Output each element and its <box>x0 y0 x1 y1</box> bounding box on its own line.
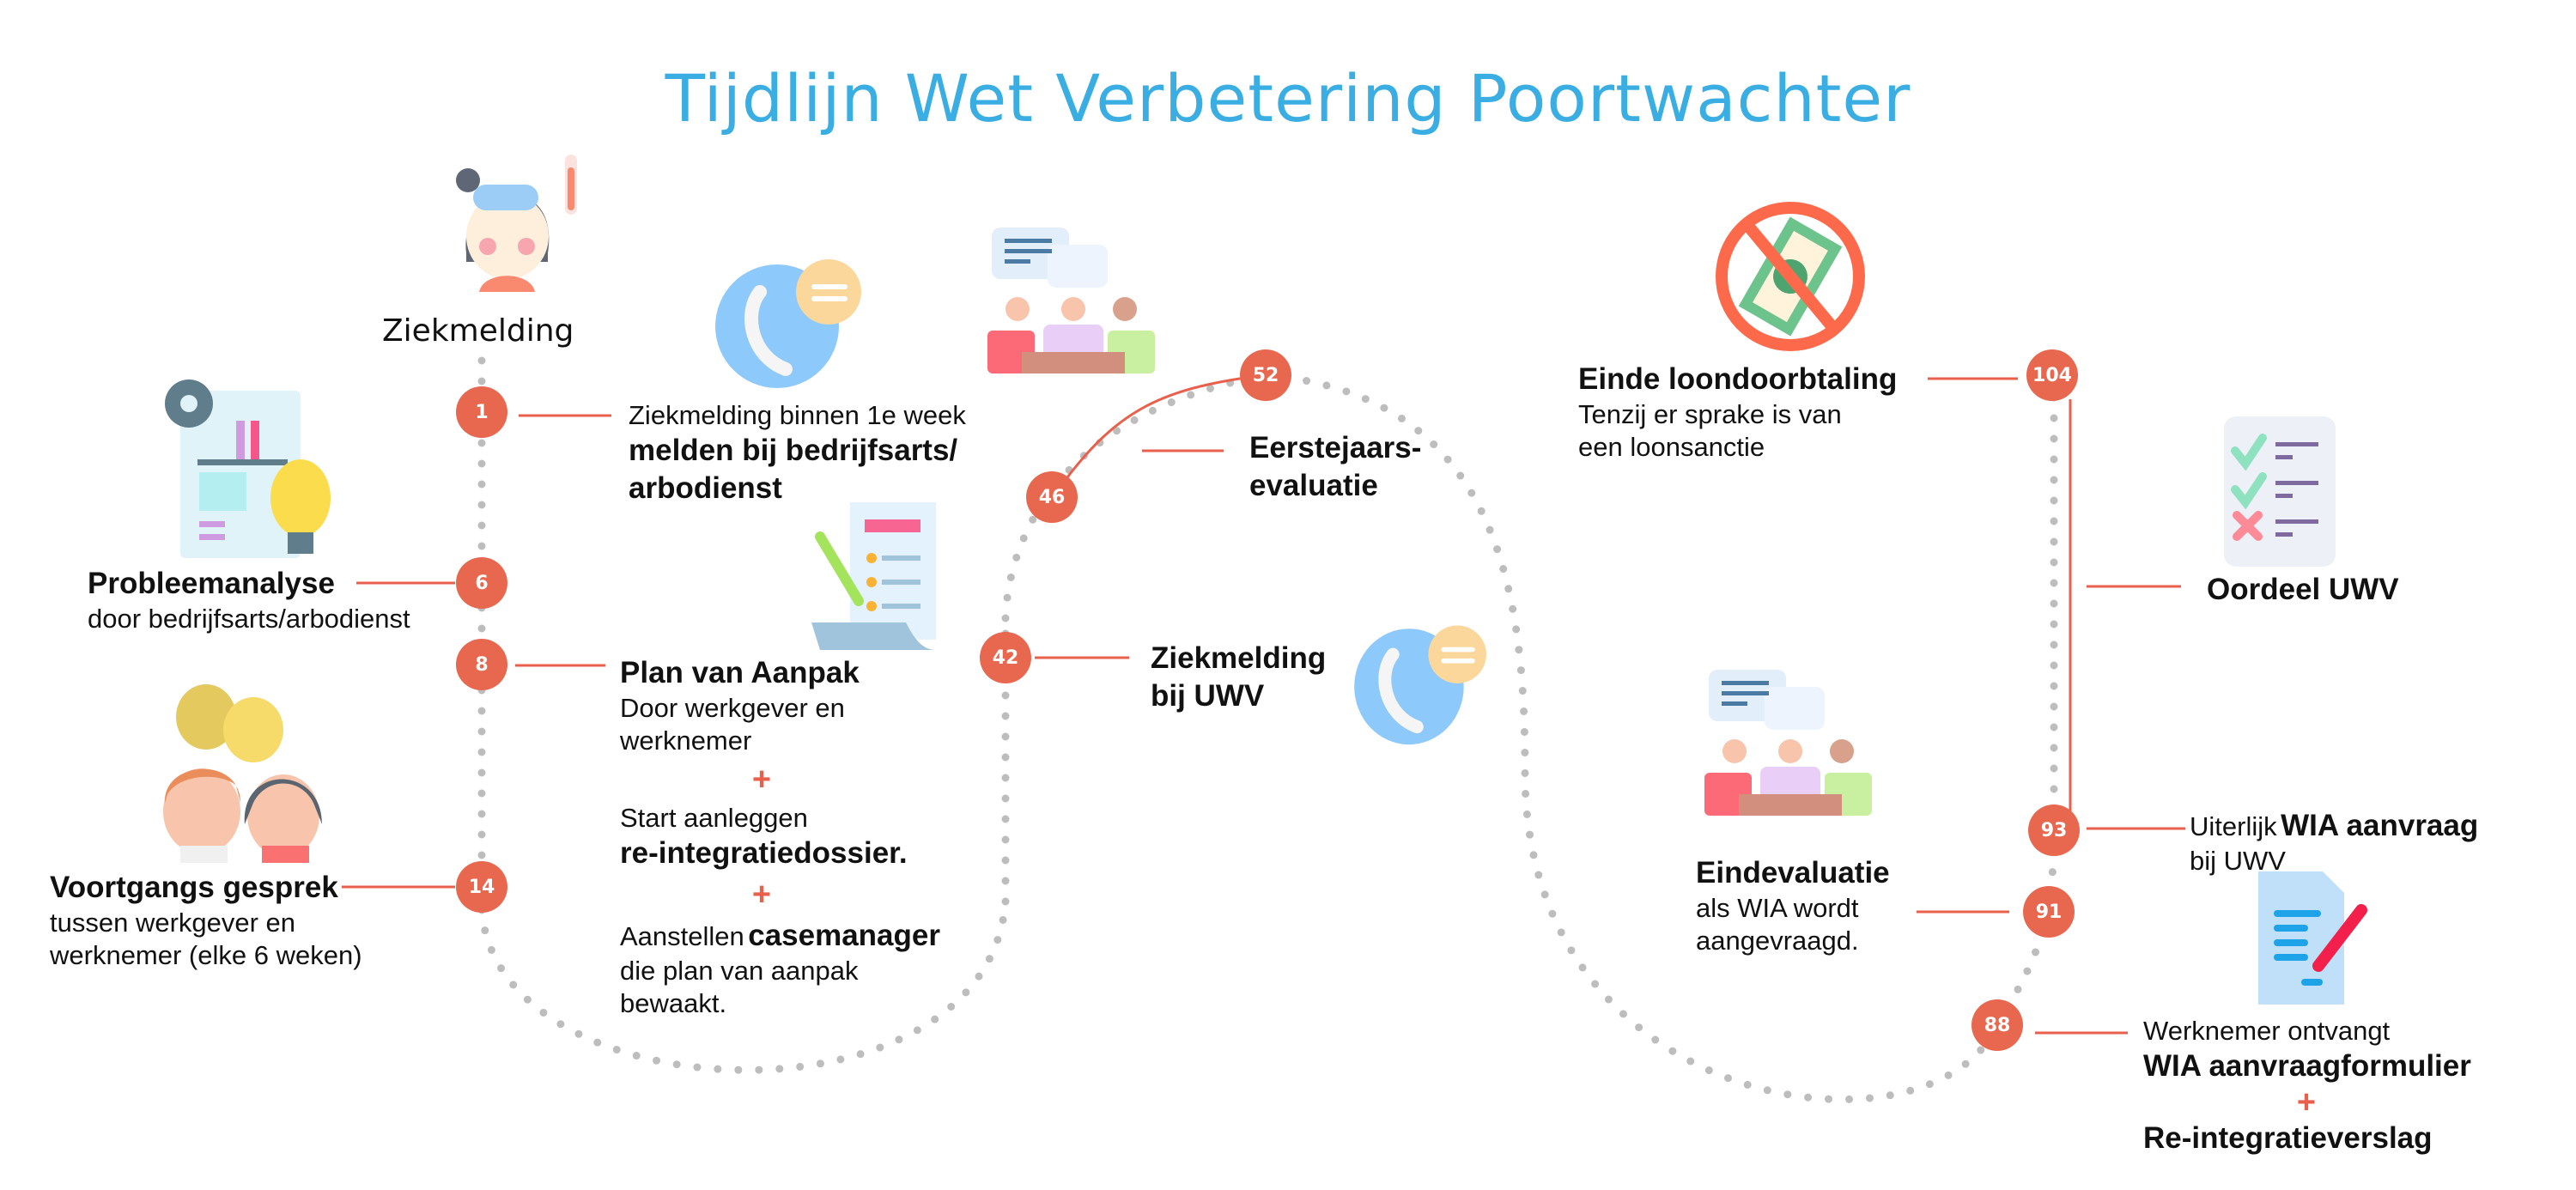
milestone-title: re-integratiedossier. <box>620 836 908 870</box>
node-week-52[interactable]: 52 <box>1240 349 1291 401</box>
plus-icon: + <box>2296 1084 2317 1120</box>
milestone-text: bij UWV <box>2190 846 2286 876</box>
report-analysis-icon <box>165 379 331 558</box>
milestone-week-88: Werknemer ontvangt WIA aanvraagformulier… <box>2143 1015 2530 1157</box>
milestone-text: Ziekmelding binnen 1e week <box>629 400 966 430</box>
milestone-text: door bedrijfsarts/arbodienst <box>88 604 410 634</box>
checklist-icon <box>2224 416 2336 567</box>
node-week-6[interactable]: 6 <box>456 557 507 609</box>
meeting-icon <box>1704 670 1872 816</box>
page-title: Tijdlijn Wet Verbetering Poortwachter <box>665 60 1911 137</box>
checklist-pencil-icon <box>811 502 936 650</box>
node-week-42[interactable]: 42 <box>980 632 1031 683</box>
milestone-title: WIA aanvraag <box>2281 809 2479 842</box>
node-week-1[interactable]: 1 <box>456 386 507 438</box>
milestone-title: melden bij bedrijfsarts/ arbodienst <box>629 434 958 505</box>
milestone-title: Eindevaluatie <box>1696 856 1890 889</box>
milestone-text: tussen werkgever en werknemer (elke 6 we… <box>50 908 362 970</box>
node-week-91[interactable]: 91 <box>2023 886 2075 938</box>
node-week-104[interactable]: 104 <box>2026 349 2078 401</box>
milestone-text: die plan van aanpak bewaakt. <box>620 956 859 1018</box>
milestone-text: Aanstellen <box>620 921 744 951</box>
plus-icon: + <box>751 877 772 913</box>
node-week-46[interactable]: 46 <box>1026 471 1078 523</box>
node-week-14[interactable]: 14 <box>456 861 507 913</box>
node-week-88[interactable]: 88 <box>1971 999 2023 1051</box>
milestone-text: Door werkgever en werknemer <box>620 693 845 756</box>
milestone-title: Probleemanalyse <box>88 567 335 600</box>
milestone-text: Werknemer ontvangt <box>2143 1016 2391 1046</box>
milestone-title: WIA aanvraagformulier <box>2143 1049 2471 1083</box>
no-money-icon <box>1716 202 1865 351</box>
milestone-week-52: Eerstejaars- evaluatie <box>1249 431 1422 502</box>
document-pencil-icon <box>2258 871 2367 1005</box>
milestone-week-8: Plan van Aanpak Door werkgever en werkne… <box>620 654 981 1020</box>
meeting-icon <box>987 228 1155 373</box>
milestone-week-104: Einde loondoorbtaling Tenzij er sprake i… <box>1578 361 1939 464</box>
milestone-title: Einde loondoorbtaling <box>1578 362 1898 396</box>
milestone-title: Plan van Aanpak <box>620 656 860 689</box>
milestone-week-91: Eindevaluatie als WIA wordt aangevraagd. <box>1696 854 1919 957</box>
sick-person-icon <box>456 155 577 292</box>
milestone-text: Uiterlijk <box>2190 811 2277 841</box>
milestone-week-1: Ziekmelding binnen 1e week melden bij be… <box>629 399 1024 507</box>
milestone-text: als WIA wordt aangevraagd. <box>1696 893 1859 956</box>
milestone-text: Start aanleggen <box>620 803 808 833</box>
plus-icon: + <box>751 762 772 798</box>
phone-chat-icon <box>1354 625 1486 745</box>
milestone-week-42: Ziekmelding bij UWV <box>1151 641 1327 713</box>
node-week-93[interactable]: 93 <box>2028 804 2080 856</box>
milestone-week-6: Probleemanalyse door bedrijfsarts/arbodi… <box>88 565 410 635</box>
milestone-week-93: Uiterlijk WIA aanvraag bij UWV <box>2190 807 2478 877</box>
milestone-text: Tenzij er sprake is van een loonsanctie <box>1578 399 1842 462</box>
phone-chat-icon <box>715 259 861 388</box>
node-week-8[interactable]: 8 <box>456 639 507 690</box>
milestone-title: casemanager <box>748 919 940 952</box>
verdict-label: Oordeel UWV <box>2207 573 2399 606</box>
milestone-week-14: Voortgangs gesprek tussen werkgever en w… <box>50 869 410 972</box>
milestone-title: Voortgangs gesprek <box>50 871 338 904</box>
milestone-title: Re-integratieverslag <box>2143 1121 2433 1155</box>
start-label: Ziekmelding <box>382 313 574 349</box>
two-people-talking-icon <box>163 684 322 863</box>
